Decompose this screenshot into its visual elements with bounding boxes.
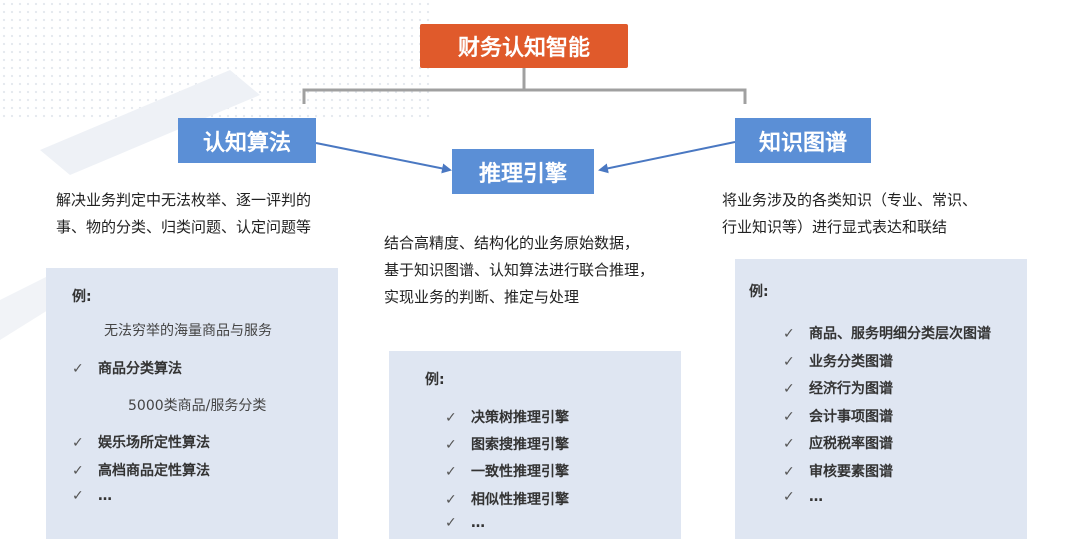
- example-source-text: 无法穷举的海量商品与服务: [104, 323, 272, 339]
- check-item: ✓ 会计事项图谱: [783, 406, 893, 426]
- desc-line: 事、物的分类、归类问题、认定问题等: [56, 218, 312, 236]
- check-item: ✓ 娱乐场所定性算法: [72, 432, 210, 452]
- node-cognitive-algorithm: 认知算法: [178, 118, 316, 163]
- item-label: 业务分类图谱: [809, 354, 893, 370]
- algorithm-example-panel: 例: 无法穷举的海量商品与服务 ✓ 商品分类算法 5000类商品/服务分类 ✓ 娱乐…: [46, 268, 338, 539]
- graph-example-panel: 例: ✓ 商品、服务明细分类层次图谱 ✓ 业务分类图谱 ✓ 经济行为图谱 ✓ 会计事项图…: [735, 259, 1027, 539]
- engine-description: 结合高精度、结构化的业务原始数据， 基于知识图谱、认知算法进行联合推理， 实现业…: [384, 230, 654, 311]
- desc-line: 基于知识图谱、认知算法进行联合推理，: [384, 261, 655, 279]
- node-reasoning-engine: 推理引擎: [452, 149, 594, 194]
- check-icon: ✓: [783, 381, 795, 397]
- check-item: ✓ 决策树推理引擎: [445, 407, 569, 427]
- check-item: ✓…: [445, 515, 485, 531]
- item-label: …: [98, 488, 112, 504]
- check-icon: ✓: [783, 464, 795, 480]
- item-label: 图索搜推理引擎: [471, 437, 569, 453]
- item-label: 经济行为图谱: [809, 381, 893, 397]
- check-icon: ✓: [783, 354, 795, 370]
- check-item: ✓ 业务分类图谱: [783, 351, 893, 371]
- check-icon: ✓: [445, 515, 457, 531]
- graph-description: 将业务涉及的各类知识（专业、常识、 行业知识等）进行显式表达和联结: [722, 187, 977, 241]
- check-icon: ✓: [445, 437, 457, 453]
- check-icon: ✓: [783, 409, 795, 425]
- check-item: ✓ 一致性推理引擎: [445, 461, 569, 481]
- example-result-text: 5000类商品/服务分类: [128, 398, 267, 414]
- desc-line: 将业务涉及的各类知识（专业、常识、: [722, 191, 978, 209]
- check-icon: ✓: [72, 488, 84, 504]
- algorithm-description: 解决业务判定中无法枚举、逐一评判的 事、物的分类、归类问题、认定问题等: [56, 187, 311, 241]
- item-label: 娱乐场所定性算法: [98, 435, 210, 451]
- item-label: 会计事项图谱: [809, 409, 893, 425]
- check-item: ✓…: [72, 488, 112, 504]
- check-item: ✓ 相似性推理引擎: [445, 489, 569, 509]
- item-label: …: [471, 515, 485, 531]
- title-bracket: [302, 68, 747, 104]
- check-icon: ✓: [445, 410, 457, 426]
- item-label: …: [809, 489, 823, 505]
- desc-line: 结合高精度、结构化的业务原始数据，: [384, 234, 640, 252]
- item-label: 商品分类算法: [98, 361, 182, 377]
- item-label: 商品、服务明细分类层次图谱: [809, 326, 991, 342]
- item-label: 审核要素图谱: [809, 464, 893, 480]
- example-label: 例:: [72, 289, 92, 305]
- node-knowledge-graph: 知识图谱: [735, 118, 871, 163]
- desc-line: 解决业务判定中无法枚举、逐一评判的: [56, 191, 312, 209]
- check-item: ✓ 审核要素图谱: [783, 461, 893, 481]
- check-icon: ✓: [72, 361, 84, 377]
- check-icon: ✓: [783, 489, 795, 505]
- check-icon: ✓: [783, 326, 795, 342]
- check-item: ✓ 商品分类算法: [72, 358, 182, 378]
- item-label: 一致性推理引擎: [471, 464, 569, 480]
- check-icon: ✓: [445, 464, 457, 480]
- title-box: 财务认知智能: [420, 24, 628, 68]
- example-label: 例:: [749, 284, 769, 300]
- item-label: 应税税率图谱: [809, 436, 893, 452]
- example-label: 例:: [425, 372, 445, 388]
- check-item: ✓ 商品、服务明细分类层次图谱: [783, 323, 991, 343]
- desc-line: 行业知识等）进行显式表达和联结: [722, 218, 948, 236]
- item-label: 决策树推理引擎: [471, 410, 569, 426]
- check-item: ✓ 高档商品定性算法: [72, 460, 210, 480]
- item-label: 高档商品定性算法: [98, 463, 210, 479]
- check-item: ✓ 图索搜推理引擎: [445, 434, 569, 454]
- check-icon: ✓: [72, 435, 84, 451]
- check-icon: ✓: [445, 492, 457, 508]
- desc-line: 实现业务的判断、推定与处理: [384, 288, 580, 306]
- check-item: ✓ 应税税率图谱: [783, 433, 893, 453]
- check-icon: ✓: [783, 436, 795, 452]
- arrow-graph-to-engine: [598, 141, 736, 174]
- item-label: 相似性推理引擎: [471, 492, 569, 508]
- check-item: ✓…: [783, 489, 823, 505]
- check-item: ✓ 经济行为图谱: [783, 378, 893, 398]
- engine-example-panel: 例: ✓ 决策树推理引擎 ✓ 图索搜推理引擎 ✓ 一致性推理引擎 ✓ 相似性推理引擎 ✓…: [389, 351, 681, 539]
- arrow-algorithm-to-engine: [315, 142, 452, 174]
- check-icon: ✓: [72, 463, 84, 479]
